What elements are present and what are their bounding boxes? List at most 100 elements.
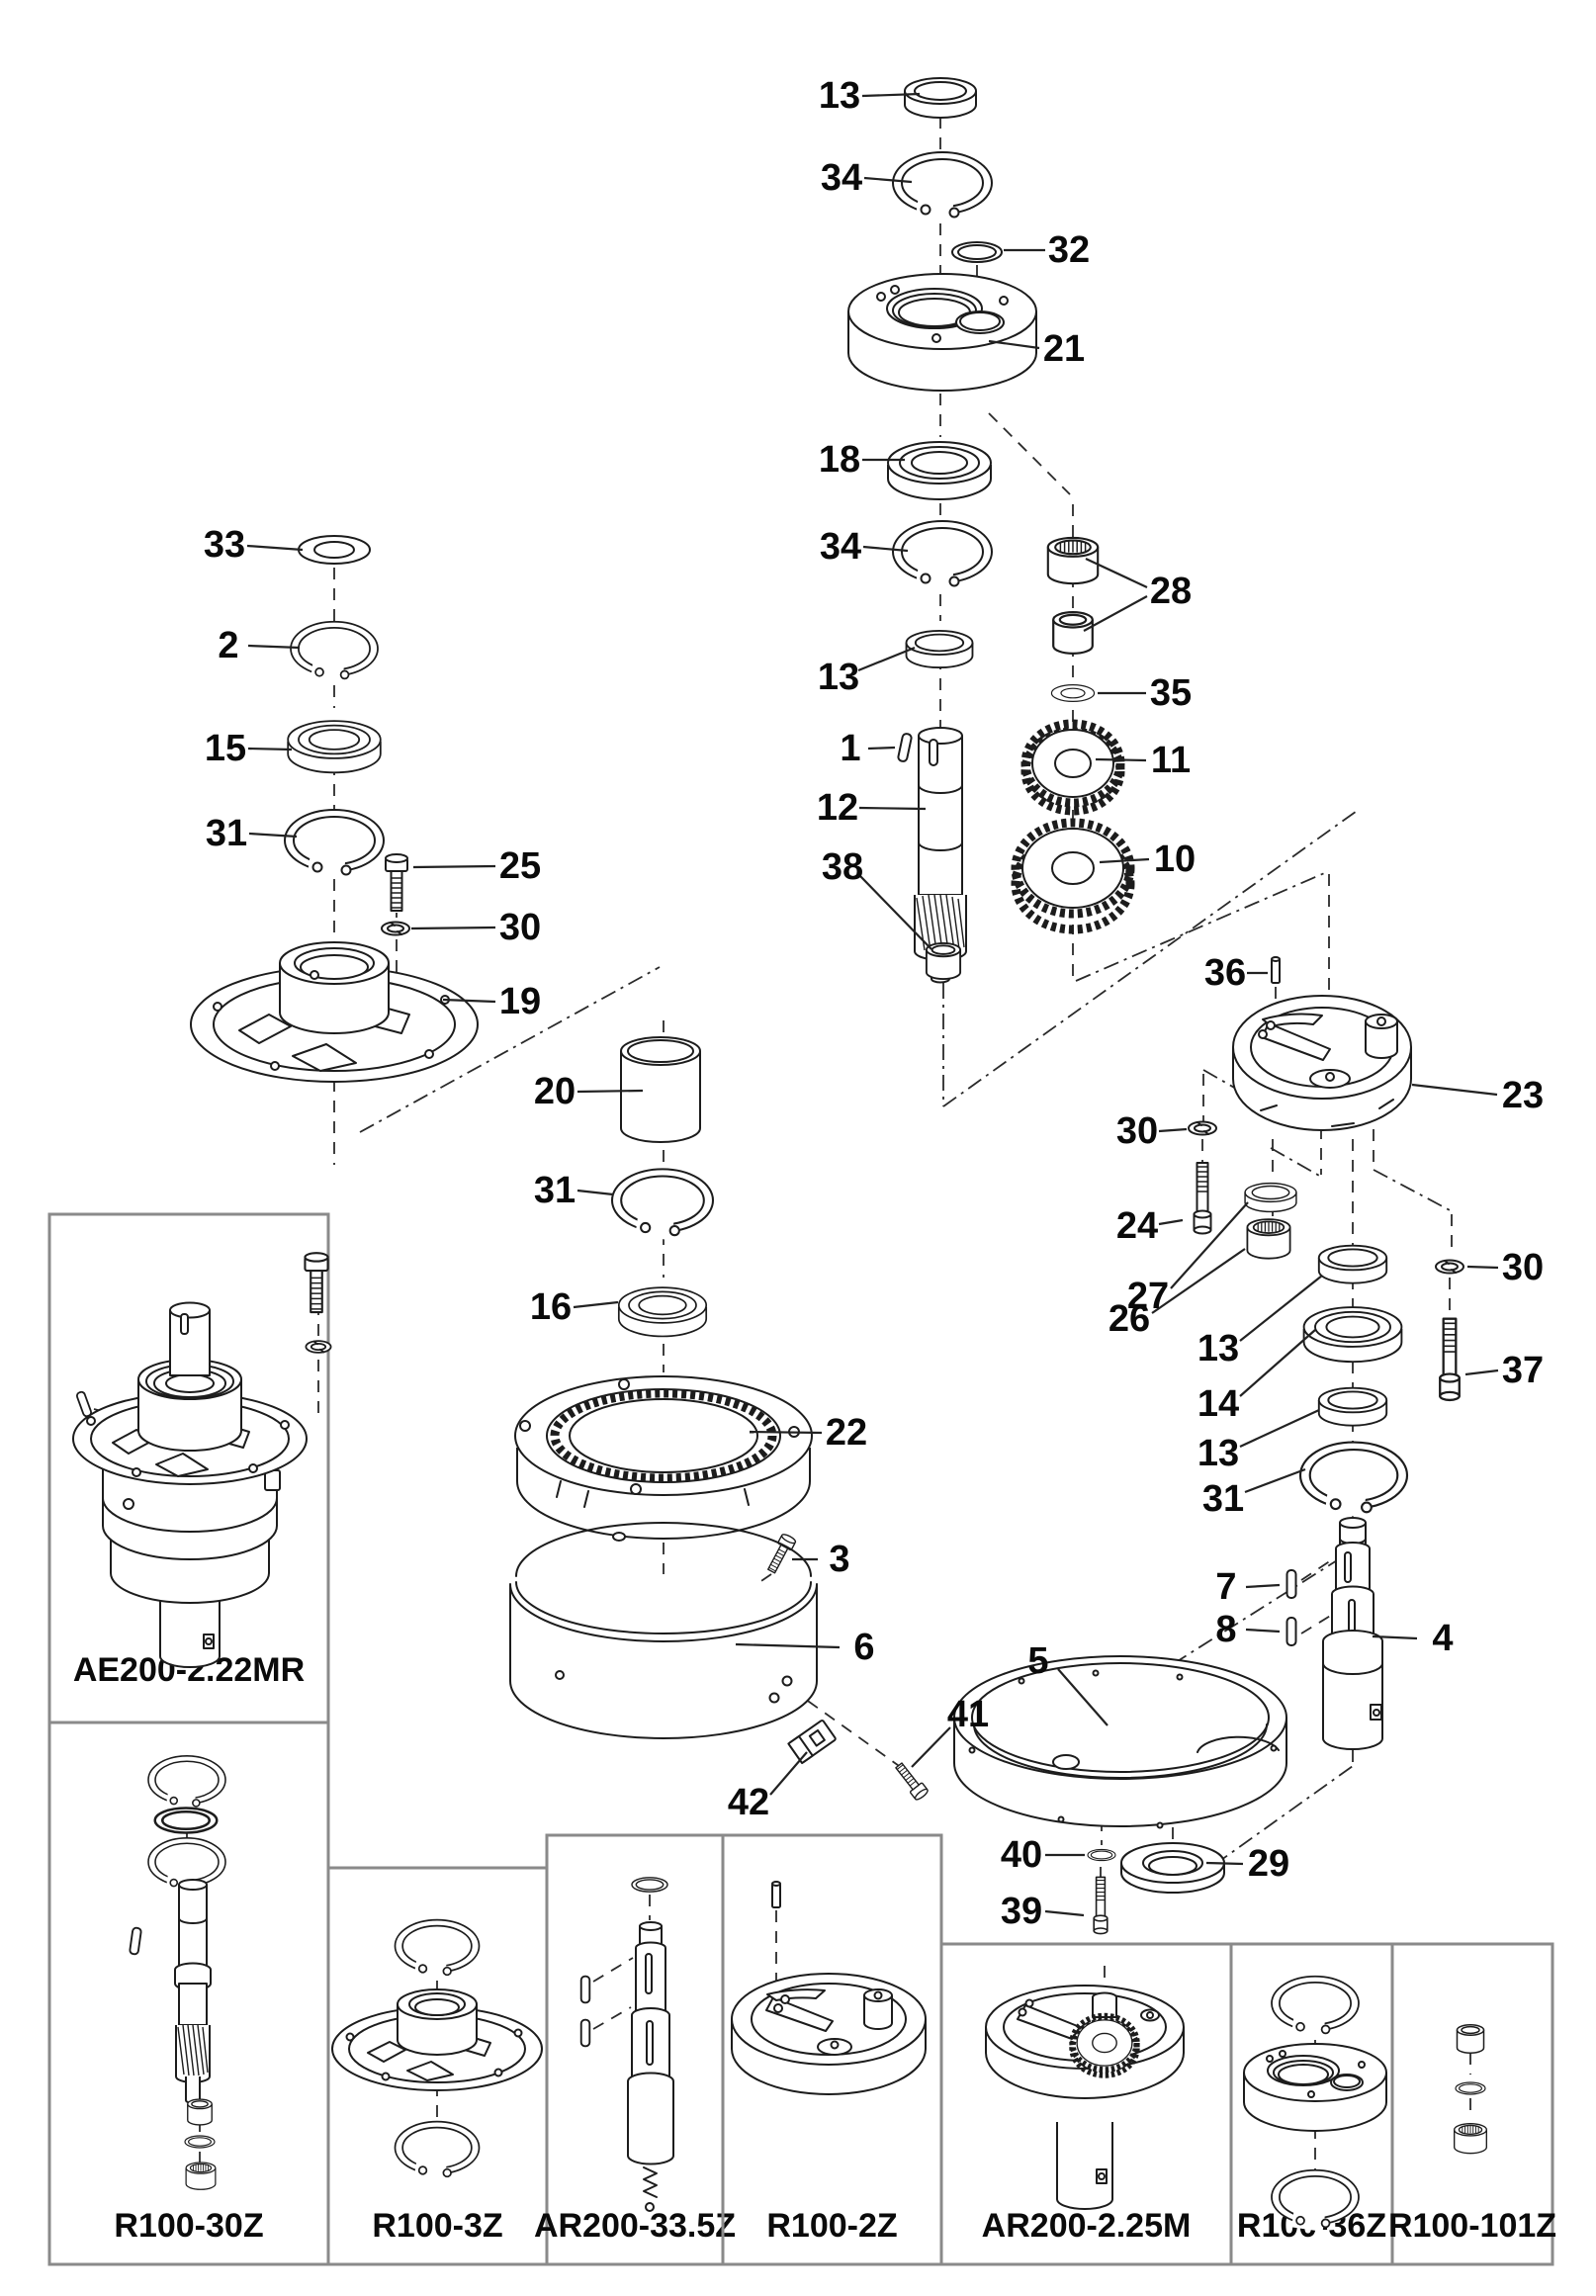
callout-2-16: 2 — [218, 625, 238, 666]
part-24-bolt — [1193, 1162, 1212, 1235]
leader-line-8-42 — [1245, 1628, 1281, 1634]
part-13-seal-d — [1317, 1386, 1388, 1427]
part-28-bushing — [1052, 610, 1094, 656]
callout-21-3: 21 — [1043, 328, 1085, 370]
callout-31-23: 31 — [534, 1170, 576, 1211]
callout-5-44: 5 — [1027, 1640, 1048, 1682]
part-31-snapring-c — [1298, 1441, 1409, 1519]
callout-30-20: 30 — [499, 907, 541, 948]
leader-line-24-32 — [1158, 1218, 1184, 1226]
callout-8-42: 8 — [1215, 1609, 1236, 1650]
part-27-spacer — [1244, 1182, 1297, 1213]
part-19-flange-hub — [190, 941, 479, 1083]
callout-32-2: 32 — [1048, 229, 1090, 271]
part-6-band — [509, 1522, 818, 1739]
leader-line-14-36 — [1239, 1329, 1316, 1397]
leader-line-20-22 — [576, 1089, 644, 1094]
part-shaft-r100-30z — [174, 1879, 212, 2104]
part-26-needle-bushing — [1246, 1218, 1291, 1260]
leader-line-13-6 — [857, 646, 916, 672]
callout-13-6: 13 — [818, 657, 859, 698]
part-35-washer — [1050, 683, 1096, 703]
subassembly-label-AR200-33.5Z: AR200-33.5Z — [534, 2207, 736, 2245]
leader-line-28-10 — [1085, 558, 1148, 588]
part-shaft-ar200-33-5z — [627, 1921, 674, 2165]
subassembly-box-R100-101Z — [1390, 1942, 1554, 2266]
callout-29-46: 29 — [1248, 1843, 1289, 1885]
part-34-snapring — [892, 151, 993, 223]
callout-38-9: 38 — [822, 846, 863, 888]
callout-39-47: 39 — [1001, 1891, 1042, 1932]
callout-30-31: 30 — [1116, 1110, 1158, 1152]
subassembly-label-R100-30Z: R100-30Z — [114, 2207, 263, 2245]
callout-13-35: 13 — [1197, 1328, 1239, 1369]
subassembly-label-R100-3Z: R100-3Z — [372, 2207, 502, 2245]
leader-line-5-44 — [1057, 1668, 1108, 1726]
part-32-oring — [951, 241, 1003, 263]
callout-42-29: 42 — [728, 1782, 769, 1823]
leader-line-22-25 — [749, 1430, 823, 1435]
leader-line-34-5 — [862, 545, 909, 553]
part-42-clip — [787, 1720, 837, 1765]
box-ar200-2-25m-parts — [985, 1985, 1185, 2210]
callout-36-14: 36 — [1204, 952, 1246, 994]
part-30-lockwasher-a — [381, 921, 410, 936]
leader-line-39-47 — [1044, 1909, 1085, 1917]
part-41-screw — [892, 1759, 931, 1803]
leader-line-21-3 — [988, 339, 1040, 350]
callout-23-30: 23 — [1502, 1075, 1544, 1116]
leader-line-30-39 — [1466, 1265, 1499, 1270]
leader-line-6-27 — [735, 1642, 841, 1649]
part-37-bolt — [1439, 1317, 1461, 1402]
leader-line-4-43 — [1372, 1634, 1418, 1640]
box-r100-2z-parts — [731, 1881, 927, 2095]
part-22-ring-gear — [514, 1375, 813, 1540]
leader-line-33-15 — [246, 544, 304, 552]
part-33-washer — [298, 535, 371, 565]
subassembly-label-AR200-2.25M: AR200-2.25M — [982, 2207, 1192, 2245]
callout-15-17: 15 — [205, 728, 246, 769]
leader-line-23-30 — [1411, 1083, 1498, 1097]
callout-10-13: 10 — [1154, 839, 1196, 880]
part-16-bearing — [617, 1286, 708, 1338]
part-13-seal-c — [1317, 1244, 1388, 1284]
leader-line-10-13 — [1099, 857, 1150, 864]
leader-line-1-7 — [867, 746, 896, 751]
leader-line-26-34 — [1151, 1248, 1246, 1314]
subassembly-label-R100-101Z: R100-101Z — [1388, 2207, 1556, 2245]
callout-numbers-layer: 1334322118341311238283511103633215312530… — [204, 75, 1544, 1932]
box-ar200-33-5z-parts — [579, 1877, 674, 2212]
callout-13-37: 13 — [1197, 1433, 1239, 1474]
part-31-snapring-a — [284, 809, 385, 881]
leader-lines-layer — [246, 92, 1499, 1917]
leader-line-13-37 — [1239, 1409, 1320, 1448]
callout-34-5: 34 — [820, 526, 861, 568]
callout-34-1: 34 — [821, 157, 862, 199]
callout-3-26: 3 — [829, 1539, 849, 1580]
callout-33-15: 33 — [204, 524, 245, 566]
box-r100-36z-parts — [1243, 1975, 1387, 2233]
part-23-carrier — [1232, 995, 1412, 1131]
callout-24-32: 24 — [1116, 1205, 1158, 1247]
leader-line-30-31 — [1158, 1127, 1188, 1133]
leader-line-28-10 — [1083, 595, 1148, 632]
part-34-snapring-2 — [892, 520, 993, 592]
part-39-bolt — [1093, 1876, 1108, 1935]
callout-12-8: 12 — [817, 787, 858, 829]
part-10-gear — [1016, 823, 1130, 929]
callout-19-21: 19 — [499, 981, 541, 1022]
assembly-ae200 — [72, 1252, 332, 1668]
callout-40-45: 40 — [1001, 1834, 1042, 1876]
callout-41-28: 41 — [947, 1694, 989, 1735]
part-30-lockwasher-c — [1435, 1259, 1464, 1275]
callout-37-40: 37 — [1502, 1350, 1544, 1391]
callout-16-24: 16 — [530, 1286, 572, 1328]
callout-35-11: 35 — [1150, 672, 1192, 714]
leader-line-31-38 — [1244, 1467, 1306, 1494]
part-11-gear — [1025, 724, 1120, 811]
callout-11-12: 11 — [1151, 740, 1191, 781]
callout-4-43: 4 — [1432, 1618, 1453, 1659]
callout-28-10: 28 — [1150, 571, 1192, 612]
part-13-bushing — [904, 77, 977, 119]
